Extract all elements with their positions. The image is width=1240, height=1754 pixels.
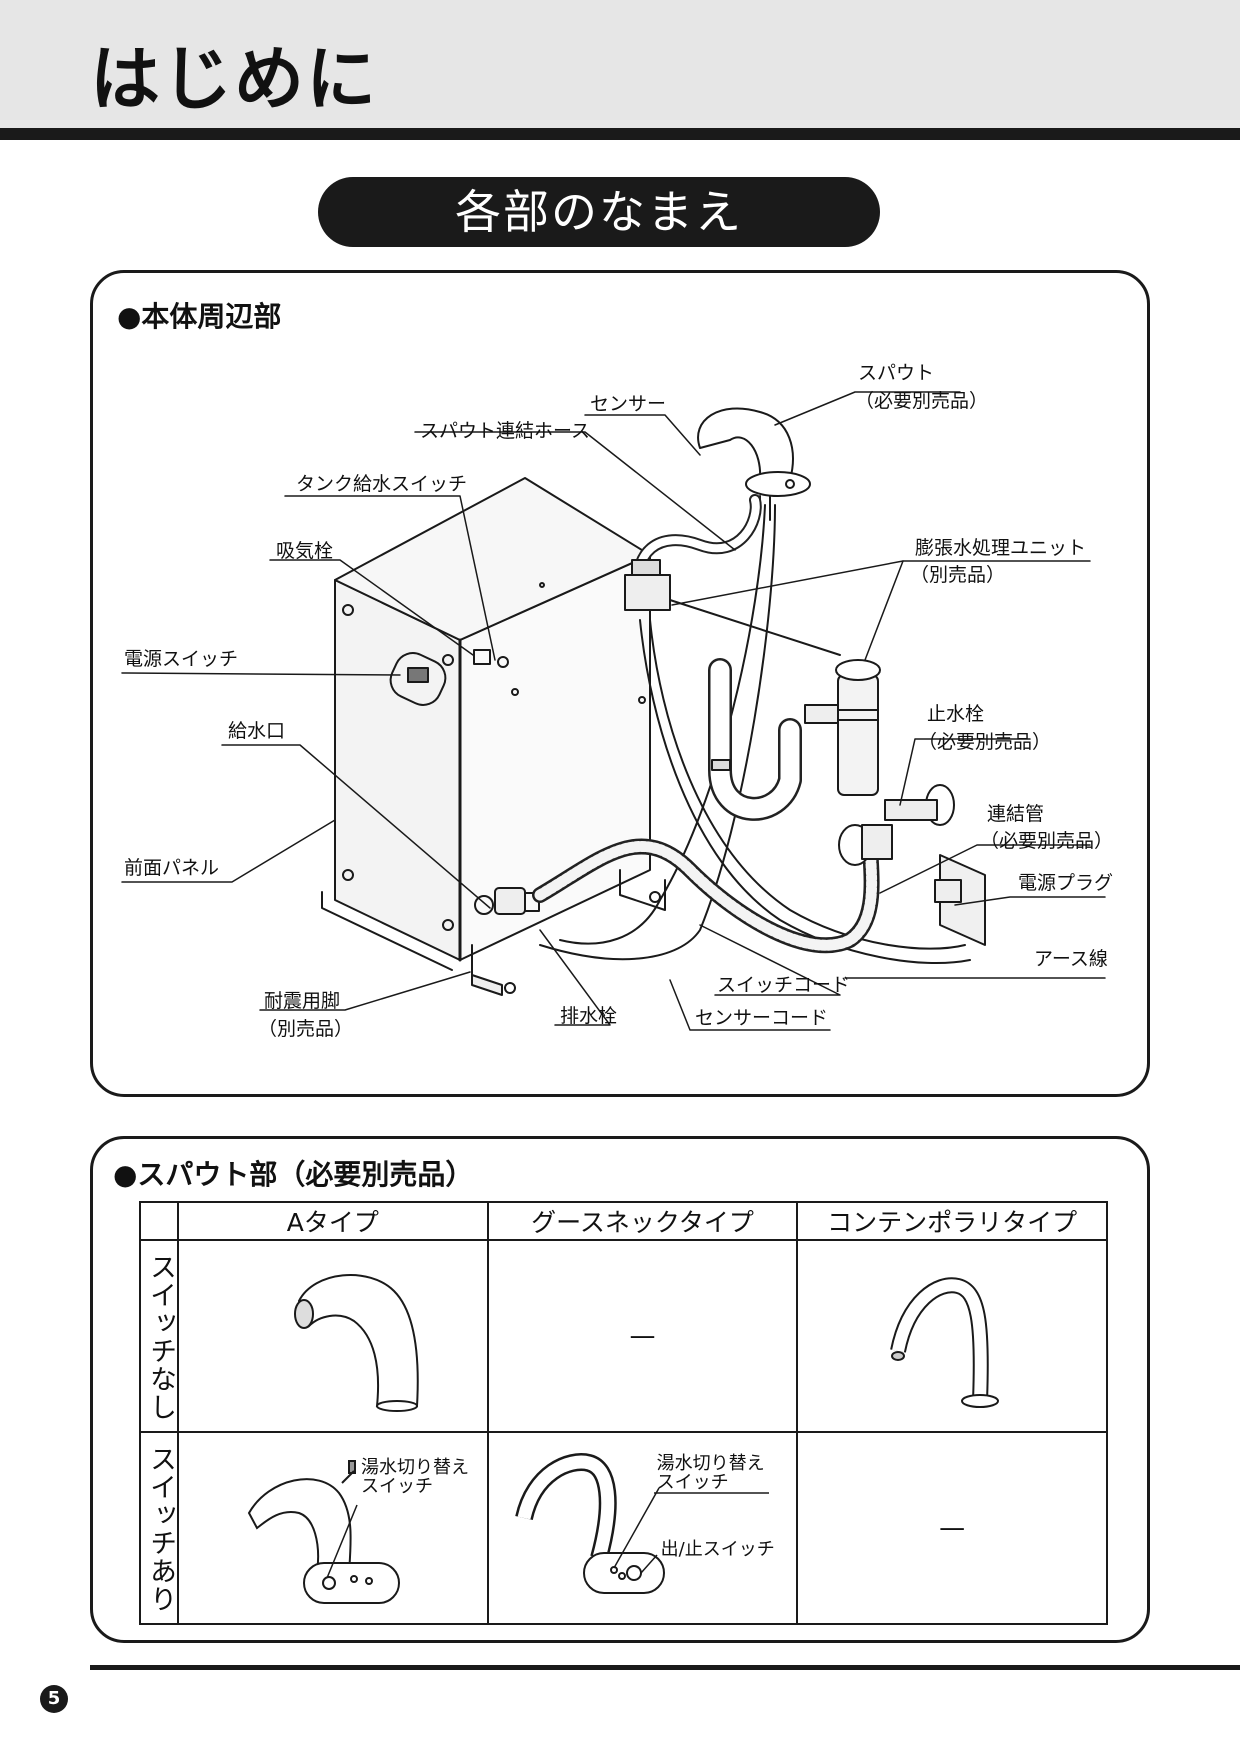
section-title: 各部のなまえ xyxy=(318,177,880,247)
column-header-contemporary-type: コンテンポラリタイプ xyxy=(796,1201,1108,1241)
label-tank-switch: タンク給水スイッチ xyxy=(296,473,468,495)
hot-switch-label-a: 湯水切り替え スイッチ xyxy=(361,1457,469,1497)
header-band xyxy=(0,0,1240,128)
label-sensor-cord: センサーコード xyxy=(695,1007,829,1029)
label-power-switch: 電源スイッチ xyxy=(124,648,239,670)
row-header-no-switch: スイッチなし xyxy=(139,1239,179,1433)
label-spout: スパウト xyxy=(858,362,935,384)
tank-unit-drawing xyxy=(321,477,666,996)
table-row: スイッチなし — xyxy=(139,1239,1108,1433)
table-corner-cell xyxy=(139,1201,179,1241)
body-panel-title: ●本体周辺部 xyxy=(117,300,282,333)
spout-drawing xyxy=(697,407,811,521)
spout-type-table: Aタイプ グースネックタイプ コンテンポラリタイプ スイッチなし — xyxy=(139,1201,1108,1625)
label-front-panel: 前面パネル xyxy=(124,857,220,879)
stop-valve-drawing xyxy=(838,784,955,866)
label-connect-pipe-note: （必要別売品） xyxy=(980,830,1114,852)
label-sensor: センサー xyxy=(590,393,667,415)
label-seismic-note: （別売品） xyxy=(258,1018,354,1040)
hoses-drawing xyxy=(532,494,971,965)
label-drain-valve: 排水栓 xyxy=(560,1005,618,1027)
power-outlet-drawing xyxy=(934,854,986,946)
contemporary-spout-image xyxy=(890,1277,1000,1408)
row-header-label: スイッチあり xyxy=(145,1445,176,1613)
label-water-inlet: 給水口 xyxy=(228,720,286,742)
expansion-unit-drawing xyxy=(804,659,881,796)
hot-switch-line1: 湯水切り替え xyxy=(656,1453,765,1474)
footer-rule xyxy=(90,1665,1240,1670)
hot-switch-line2: スイッチ xyxy=(656,1471,729,1493)
label-earth-wire: アース線 xyxy=(1034,948,1108,970)
cell-a-no-switch xyxy=(177,1239,489,1433)
cell-contemporary-no-switch xyxy=(796,1239,1108,1433)
leader-lines xyxy=(121,391,1106,1031)
a-type-spout-image xyxy=(294,1274,419,1412)
label-expansion-unit: 膨張水処理ユニット xyxy=(915,537,1087,559)
header-rule xyxy=(0,128,1240,140)
column-header-gooseneck-type: グースネックタイプ xyxy=(486,1201,799,1241)
hot-switch-label-gooseneck: 湯水切り替え スイッチ xyxy=(656,1453,765,1493)
row-header-with-switch: スイッチあり xyxy=(139,1431,179,1625)
gooseneck-spout-switch-image xyxy=(514,1453,769,1594)
body-panel xyxy=(90,270,1150,1097)
label-air-valve: 吸気栓 xyxy=(276,540,334,562)
label-seismic-leg: 耐震用脚 xyxy=(264,990,341,1012)
label-stop-valve: 止水栓 xyxy=(927,703,985,725)
not-available-dash: — xyxy=(629,1321,656,1351)
label-expansion-note: （別売品） xyxy=(910,564,1006,586)
label-spout-hose: スパウト連結ホース xyxy=(420,420,591,442)
hot-switch-line1: 湯水切り替え xyxy=(361,1457,469,1478)
page-title: はじめに xyxy=(90,38,378,120)
cell-gooseneck-with-switch: 湯水切り替え スイッチ 出/止スイッチ xyxy=(486,1431,799,1625)
a-type-spout-switch-image xyxy=(247,1460,400,1604)
spout-panel-title: ●スパウト部（必要別売品） xyxy=(113,1158,474,1191)
label-spout-note: （必要別売品） xyxy=(855,390,989,412)
label-switch-cord: スイッチコード xyxy=(717,974,851,996)
hot-switch-line2: スイッチ xyxy=(361,1475,433,1497)
spout-panel xyxy=(90,1136,1150,1643)
cell-contemporary-with-switch: — xyxy=(796,1431,1108,1625)
not-available-dash: — xyxy=(939,1513,966,1543)
label-connect-pipe: 連結管 xyxy=(987,803,1045,825)
table-row: スイッチあり 湯水切り替え スイッチ xyxy=(139,1431,1108,1625)
label-power-plug: 電源プラグ xyxy=(1018,872,1114,894)
cell-a-with-switch: 湯水切り替え スイッチ xyxy=(177,1431,489,1625)
label-stop-valve-note: （必要別売品） xyxy=(918,731,1052,753)
table-header-row: Aタイプ グースネックタイプ コンテンポラリタイプ xyxy=(139,1201,1108,1241)
onoff-switch-label: 出/止スイッチ xyxy=(660,1539,775,1560)
cell-gooseneck-no-switch: — xyxy=(486,1239,799,1433)
page-number-badge: 5 xyxy=(40,1685,68,1713)
column-header-a-type: Aタイプ xyxy=(177,1201,489,1241)
row-header-label: スイッチなし xyxy=(145,1253,176,1421)
